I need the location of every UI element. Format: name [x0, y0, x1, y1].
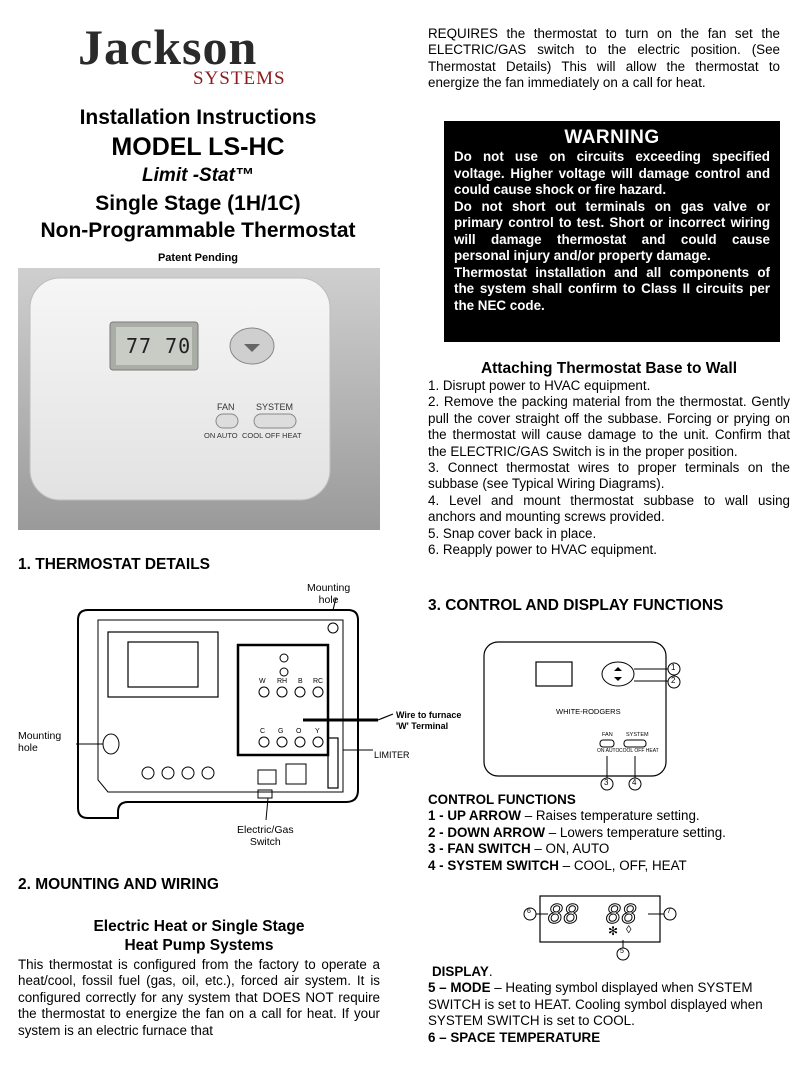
section-2-heading: 2. MOUNTING AND WIRING	[18, 876, 219, 893]
terminal-label-y: Y	[315, 728, 320, 735]
terminal-label-rh: RH	[277, 678, 288, 685]
display-heading: DISPLAY	[432, 964, 489, 979]
terminal-label-o: O	[296, 728, 302, 735]
photo-system-options: COOL OFF HEAT	[242, 431, 302, 440]
company-logo: Jackson SYSTEMS	[78, 22, 308, 92]
section-3-heading: 3. CONTROL AND DISPLAY FUNCTIONS	[428, 597, 724, 614]
electric-heat-heading-1: Electric Heat or Single Stage	[93, 918, 305, 935]
diagram-brand: WHITE-RODGERS	[556, 707, 621, 716]
display-heading-line: DISPLAY.	[432, 964, 493, 979]
attach-step: 4. Level and mount thermostat subbase to…	[428, 492, 790, 525]
mounting-hole-top-label: Mounting hole	[307, 582, 351, 606]
control-functions: CONTROL FUNCTIONS 1 - UP ARROW – Raises …	[428, 792, 780, 874]
photo-fan-label: FAN	[217, 402, 235, 412]
terminal-label-g: G	[278, 728, 284, 735]
mode-key: 5 – MODE	[428, 980, 491, 996]
diagram-fan-label: FAN	[602, 732, 613, 738]
warning-p1: Do not use on circuits exceeding specifi…	[454, 149, 770, 197]
control-item: 4 - SYSTEM SWITCH – COOL, OFF, HEAT	[428, 858, 780, 874]
display-diagram: 88 88 ✻ ◊ 6 7 5	[522, 890, 682, 962]
terminal-label-rc: RC	[313, 678, 324, 685]
callout-5: 5	[620, 948, 624, 955]
display-section: DISPLAY. 5 – MODE – Heating symbol displ…	[428, 964, 780, 1046]
callout-1: 1	[671, 663, 676, 672]
control-key: 1 - UP ARROW	[428, 808, 521, 824]
diagram-system-options: COOL OFF HEAT	[619, 748, 659, 754]
photo-fan-options: ON AUTO	[204, 431, 238, 440]
section-1-heading: 1. THERMOSTAT DETAILS	[18, 556, 211, 573]
control-text: – ON, AUTO	[530, 841, 610, 857]
control-item: 3 - FAN SWITCH – ON, AUTO	[428, 841, 780, 857]
photo-system-label: SYSTEM	[256, 402, 294, 412]
control-functions-heading: CONTROL FUNCTIONS	[428, 792, 576, 807]
photo-display-readout: 77 70	[126, 334, 192, 358]
doc-title: Installation Instructions	[79, 106, 317, 129]
electric-heat-body: This thermostat is configured from the f…	[18, 957, 380, 1038]
callout-3: 3	[604, 778, 609, 787]
control-key: 4 - SYSTEM SWITCH	[428, 857, 559, 873]
thermostat-details-diagram: Mounting hole Mounting hole Wire to furn…	[18, 580, 461, 850]
callout-6: 6	[527, 908, 531, 915]
diagram-system-label: SYSTEM	[626, 732, 649, 738]
wire-to-furnace-label: Wire to furnace 'W' Terminal	[396, 710, 462, 731]
control-text: – Lowers temperature setting.	[545, 824, 726, 840]
attach-step: 3. Connect thermostat wires to proper te…	[428, 460, 790, 492]
cooling-symbol-icon: ✻	[608, 924, 619, 938]
attach-step: 2. Remove the packing material from the …	[428, 394, 790, 459]
control-text: – Raises temperature setting.	[521, 808, 700, 824]
callout-7: 7	[667, 908, 671, 915]
control-diagram: WHITE-RODGERS FAN SYSTEM ON AUTO COOL OF…	[480, 636, 700, 796]
control-item: 1 - UP ARROW – Raises temperature settin…	[428, 808, 780, 824]
product-name: Limit -Stat™	[142, 165, 254, 186]
limiter-label: LIMITER	[374, 750, 410, 760]
space-temp-line: 6 – SPACE TEMPERATURE	[428, 1030, 780, 1046]
space-temp-key: 6 – SPACE TEMPERATURE	[428, 1029, 601, 1045]
attach-steps: 1. Disrupt power to HVAC equipment. 2. R…	[428, 378, 790, 558]
mode-text: – Heating symbol displayed when SYSTEM S…	[428, 980, 763, 1029]
warning-p3: Thermostat installation and all componen…	[454, 264, 770, 313]
mode-description: 5 – MODE – Heating symbol displayed when…	[428, 980, 780, 1029]
warning-box: WARNING Do not use on circuits exceeding…	[444, 121, 780, 342]
terminal-label-b: B	[298, 678, 303, 685]
mounting-hole-left-label: Mounting hole	[18, 730, 62, 754]
terminal-label-w: W	[259, 678, 266, 685]
display-digits-right: 88	[605, 900, 638, 931]
logo-brand: Jackson	[78, 19, 258, 75]
patent-note: Patent Pending	[157, 252, 239, 264]
attach-step: 1. Disrupt power to HVAC equipment.	[428, 378, 651, 393]
callout-4: 4	[632, 778, 637, 787]
warning-title: WARNING	[564, 127, 660, 148]
attach-step: 5. Snap cover back in place.	[428, 525, 597, 541]
callout-2: 2	[671, 676, 676, 685]
diagram-fan-options: ON AUTO	[597, 748, 620, 754]
electric-gas-switch-label: Electric/Gas Switch	[237, 824, 294, 848]
control-key: 2 - DOWN ARROW	[428, 824, 546, 840]
control-key: 3 - FAN SWITCH	[428, 841, 531, 857]
control-text: – COOL, OFF, HEAT	[558, 857, 687, 873]
thermostat-photo: 77 70 FAN SYSTEM ON AUTO COOL OFF HEAT	[18, 268, 380, 530]
intro-continued-text: REQUIRES the thermostat to turn on the f…	[428, 26, 780, 91]
warning-p2: Do not short out terminals on gas valve …	[454, 198, 770, 264]
terminal-label-c: C	[260, 728, 266, 735]
control-item: 2 - DOWN ARROW – Lowers temperature sett…	[428, 825, 780, 841]
heating-symbol-icon: ◊	[626, 924, 632, 936]
logo-sub: SYSTEMS	[193, 68, 286, 89]
product-type: Non-Programmable Thermostat	[40, 219, 356, 242]
display-digits-left: 88	[547, 900, 580, 931]
attach-heading: Attaching Thermostat Base to Wall	[480, 360, 738, 377]
model-title: MODEL LS-HC	[111, 133, 285, 161]
attach-step: 6. Reapply power to HVAC equipment.	[428, 542, 658, 558]
product-stage: Single Stage (1H/1C)	[95, 192, 301, 215]
electric-heat-heading-2: Heat Pump Systems	[124, 937, 274, 954]
title-block: Installation Instructions MODEL LS-HC Li…	[10, 104, 386, 264]
